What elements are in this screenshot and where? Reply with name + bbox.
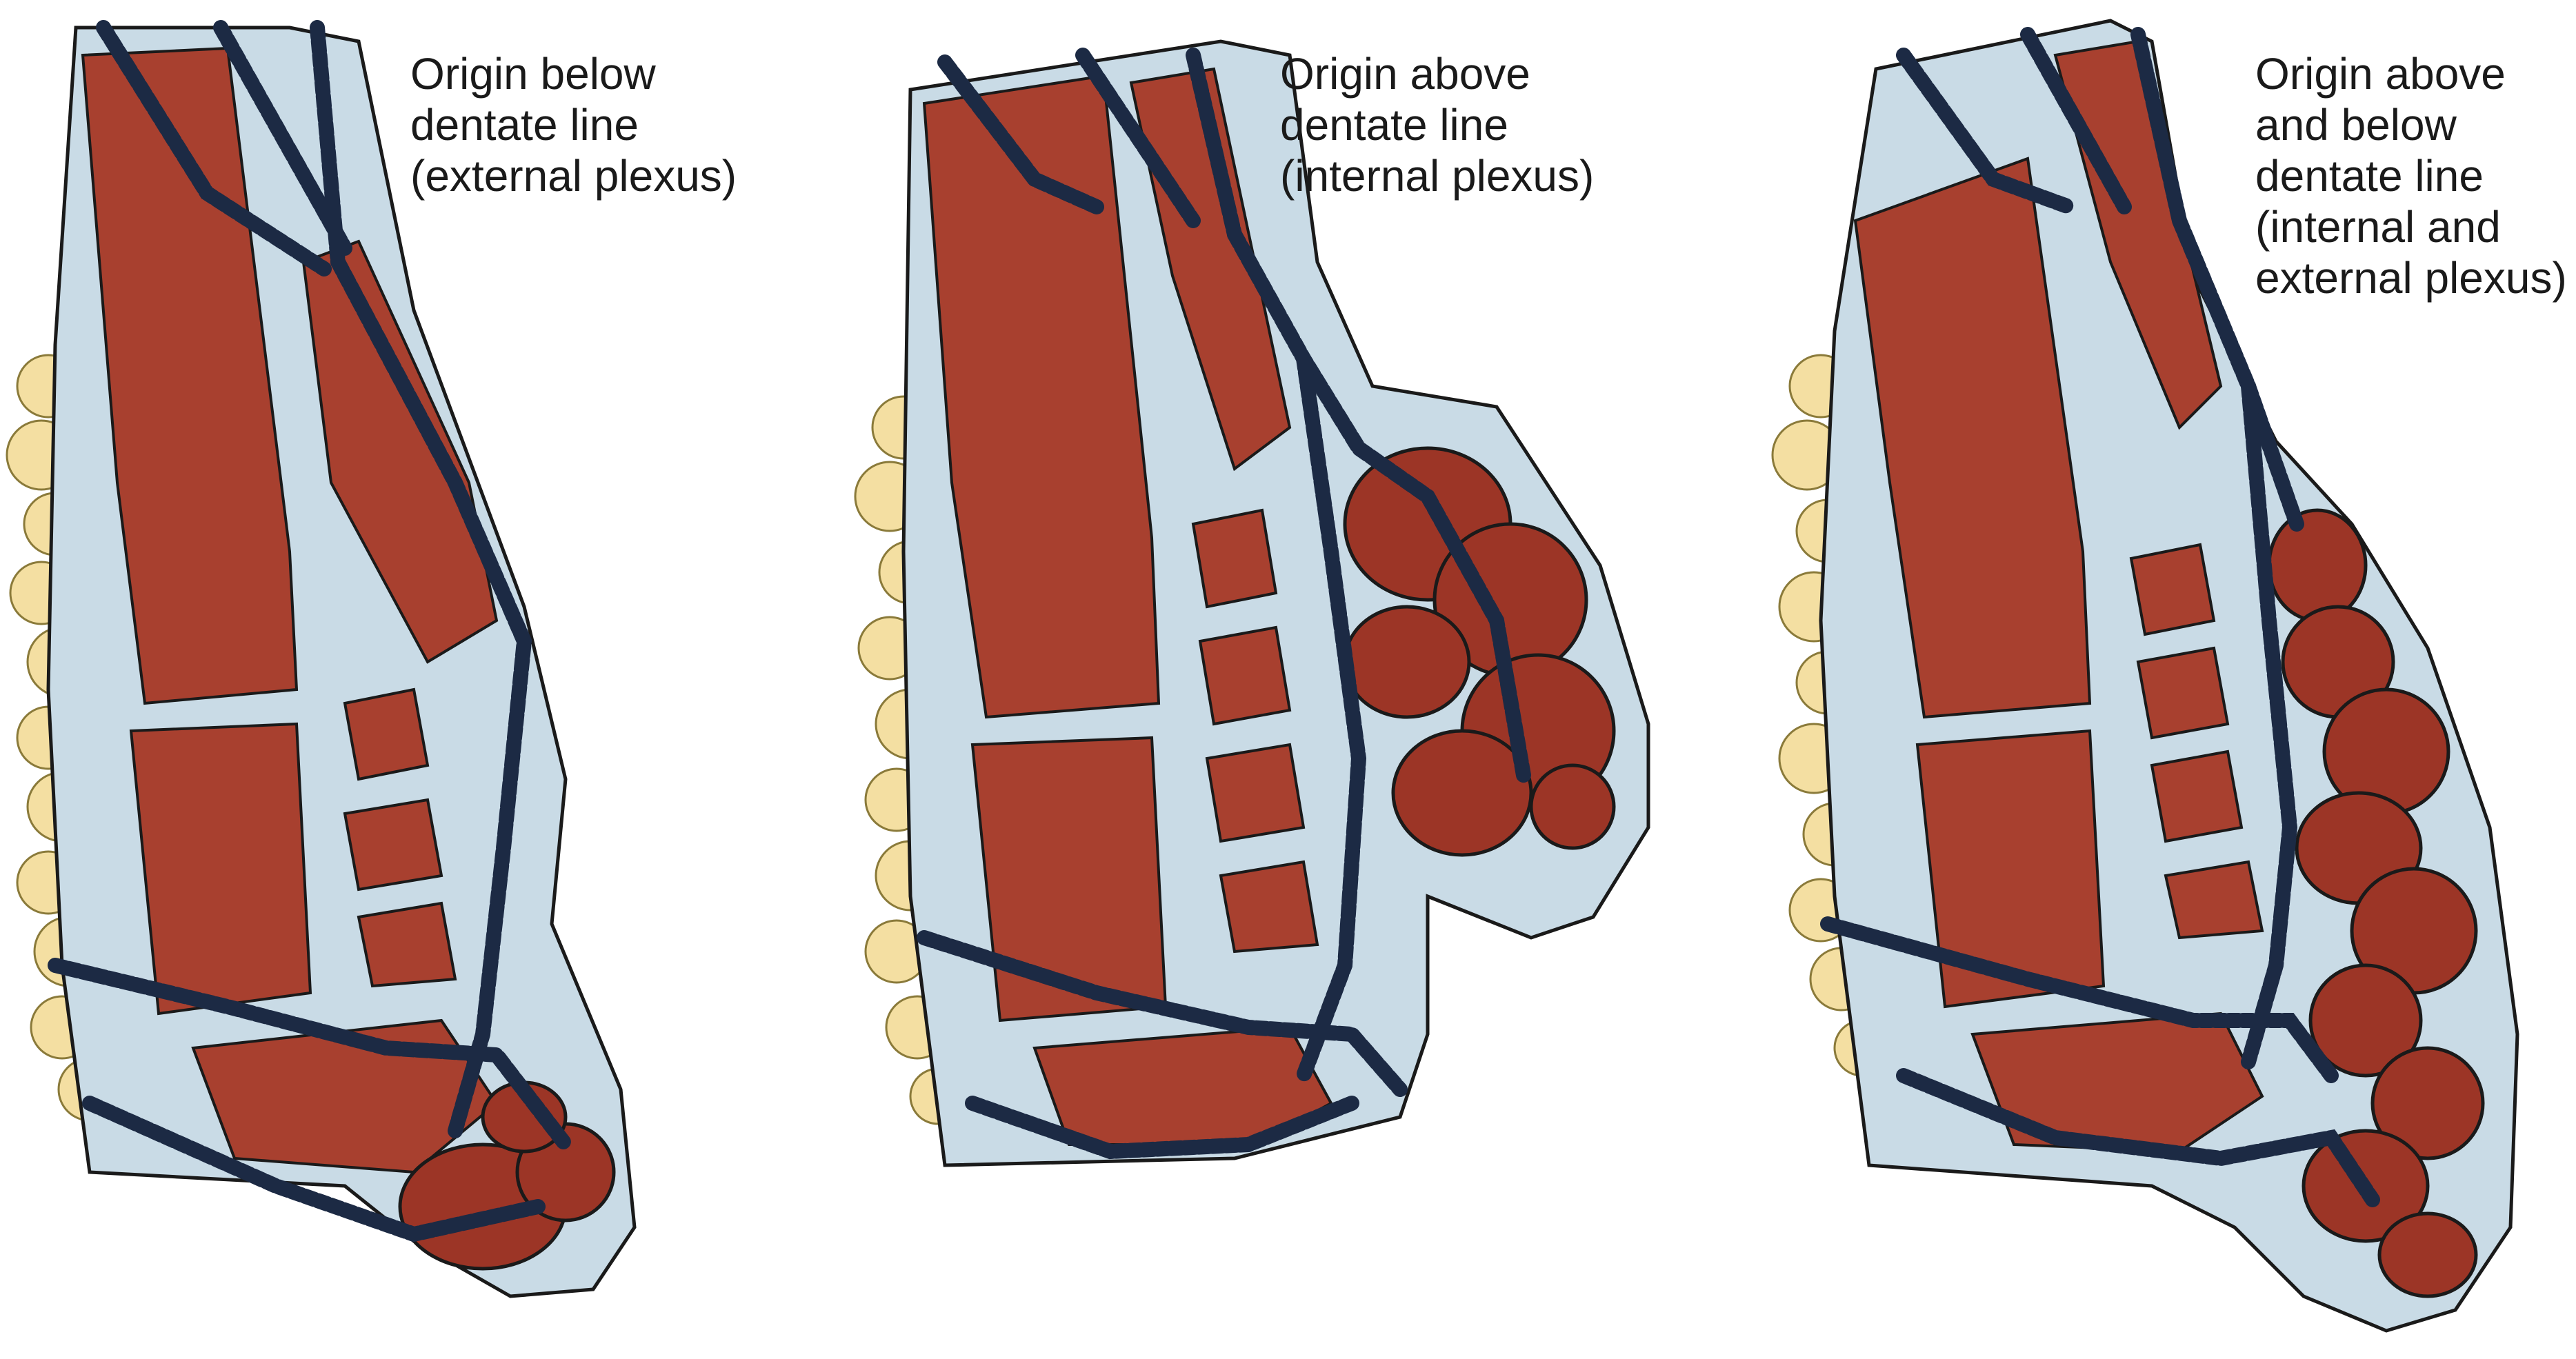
caption-line: dentate line (410, 100, 639, 150)
caption-line: (internal and (2255, 202, 2501, 252)
mixed-hemorrhoid-mass (2267, 508, 2485, 1298)
sphincter-muscle (1853, 39, 2264, 1154)
caption-line: (internal plexus) (1280, 151, 1595, 201)
hemorrhoidal-veins (48, 20, 573, 1242)
caption-line: Origin below (410, 49, 656, 99)
caption-line: dentate line (2255, 151, 2484, 201)
external-hemorrhoid-illustration (6, 20, 637, 1298)
panel-external-hemorrhoid: Origin below dentate line (external plex… (0, 0, 859, 1359)
hemorrhoidal-veins (1820, 27, 2380, 1207)
caption-line: Origin above (2255, 49, 2506, 99)
caption-line: (external plexus) (410, 151, 737, 201)
external-hemorrhoid-mass (398, 1080, 616, 1271)
internal-hemorrhoid-illustration (854, 39, 1650, 1167)
caption-external-plexus: Origin below dentate line (external plex… (410, 48, 737, 201)
panel-internal-hemorrhoid: Origin above dentate line (internal plex… (807, 0, 1683, 1359)
caption-line: Origin above (1280, 49, 1530, 99)
hemorrhoidal-veins (917, 48, 1532, 1160)
sphincter-muscle (922, 67, 1333, 1146)
caption-mixed-plexus: Origin above and below dentate line (int… (2255, 48, 2567, 303)
mixed-hemorrhoid-illustration (1771, 19, 2519, 1333)
caption-internal-plexus: Origin above dentate line (internal plex… (1280, 48, 1594, 201)
caption-line: external plexus) (2255, 253, 2567, 303)
panel-mixed-hemorrhoid: Origin above and below dentate line (int… (1766, 0, 2576, 1359)
caption-line: and below (2255, 100, 2457, 150)
caption-line: dentate line (1280, 100, 1508, 150)
